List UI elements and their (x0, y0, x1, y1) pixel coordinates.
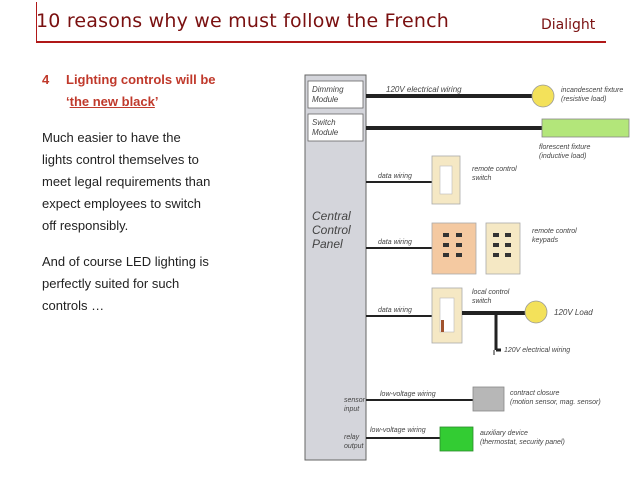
contact-closure-label-1: contract closure (510, 390, 560, 397)
wire-120v-label: 120V electrical wiring (386, 85, 462, 94)
fluorescent-label-1: florescent fixture (539, 144, 590, 151)
switch-module-label: Switch (312, 118, 336, 127)
incandescent-label-1: incandescent fixture (561, 87, 623, 94)
quote-open: ‘ (66, 94, 70, 109)
heading-emphasis: the new black (69, 94, 155, 109)
para2-line: And of course LED lighting is (42, 254, 209, 269)
contact-closure-box (472, 386, 505, 412)
wire-120v-label-2: 120V electrical wiring (504, 347, 570, 354)
para2-line: perfectly suited for such (42, 276, 180, 291)
lv-wiring-label-2: low-voltage wiring (370, 427, 426, 434)
auxiliary-device-box (439, 426, 474, 452)
fluorescent-label-2: (inductive load) (539, 153, 586, 160)
auxiliary-label-2: (thermostat, security panel) (480, 439, 565, 446)
para1-line: expect employees to switch (42, 196, 201, 211)
para1-line: meet legal requirements than (42, 174, 211, 189)
local-switch-label-1: local control (472, 289, 510, 296)
fluorescent-fixture (541, 118, 630, 138)
incandescent-bulb (531, 84, 555, 108)
data-wiring-label-1: data wiring (378, 173, 412, 180)
point-heading: 4 Lighting controls will be ‘the new blac… (42, 69, 282, 113)
dimming-module (307, 80, 364, 109)
incandescent-label-2: (resistive load) (561, 96, 607, 103)
data-wiring-label-3: data wiring (378, 307, 412, 314)
para2-line: controls … (42, 298, 105, 313)
keypads-label-2: keypads (532, 237, 559, 244)
para1-line: lights control themselves to (42, 152, 199, 167)
contact-closure-label-2: (motion sensor, mag. sensor) (510, 399, 601, 406)
lighting-control-diagram: Dimming Module Switch Module Central Con… (304, 74, 630, 461)
load-bulb (524, 300, 548, 324)
panel-label-1: Central (312, 209, 351, 223)
keypad-cream (485, 222, 521, 275)
slide-body: 4 Lighting controls will be ‘the new blac… (42, 69, 282, 317)
load-label: 120V Load (554, 308, 593, 317)
local-switch-label-2: switch (472, 298, 492, 305)
data-wiring-label-2: data wiring (378, 239, 412, 246)
dimming-module-label-2: Module (312, 95, 339, 104)
title-underline (36, 41, 606, 43)
sensor-input-label-1: sensor (344, 397, 366, 404)
relay-output-label-2: output (344, 443, 365, 450)
remote-switch-label-2: switch (472, 175, 492, 182)
para1-line: off responsibly. (42, 218, 129, 233)
dimming-module-label: Dimming (312, 85, 344, 94)
keypads-label-1: remote control (532, 228, 577, 235)
point-number: 4 (42, 72, 50, 87)
keypad-peach (431, 222, 477, 275)
paragraph-1: Much easier to have the lights control t… (42, 127, 282, 237)
heading-line-1: Lighting controls will be (66, 72, 216, 87)
panel-label-2: Control (312, 223, 351, 237)
relay-output-label-1: relay (344, 434, 360, 441)
switch-module (307, 113, 364, 142)
panel-label-3: Panel (312, 237, 343, 251)
lv-wiring-label-1: low-voltage wiring (380, 391, 436, 398)
brand-logo-text: Dialight (541, 17, 596, 33)
slide-title: 10 reasons why we must follow the French (36, 10, 449, 32)
auxiliary-label-1: auxiliary device (480, 430, 528, 437)
sensor-input-label-2: input (344, 406, 360, 413)
remote-switch-label-1: remote control (472, 166, 517, 173)
switch-module-label-2: Module (312, 128, 339, 137)
paragraph-2: And of course LED lighting is perfectly … (42, 251, 282, 317)
para1-line: Much easier to have the (42, 130, 181, 145)
quote-close: ’ (154, 94, 159, 109)
title-accent-line (36, 2, 37, 42)
